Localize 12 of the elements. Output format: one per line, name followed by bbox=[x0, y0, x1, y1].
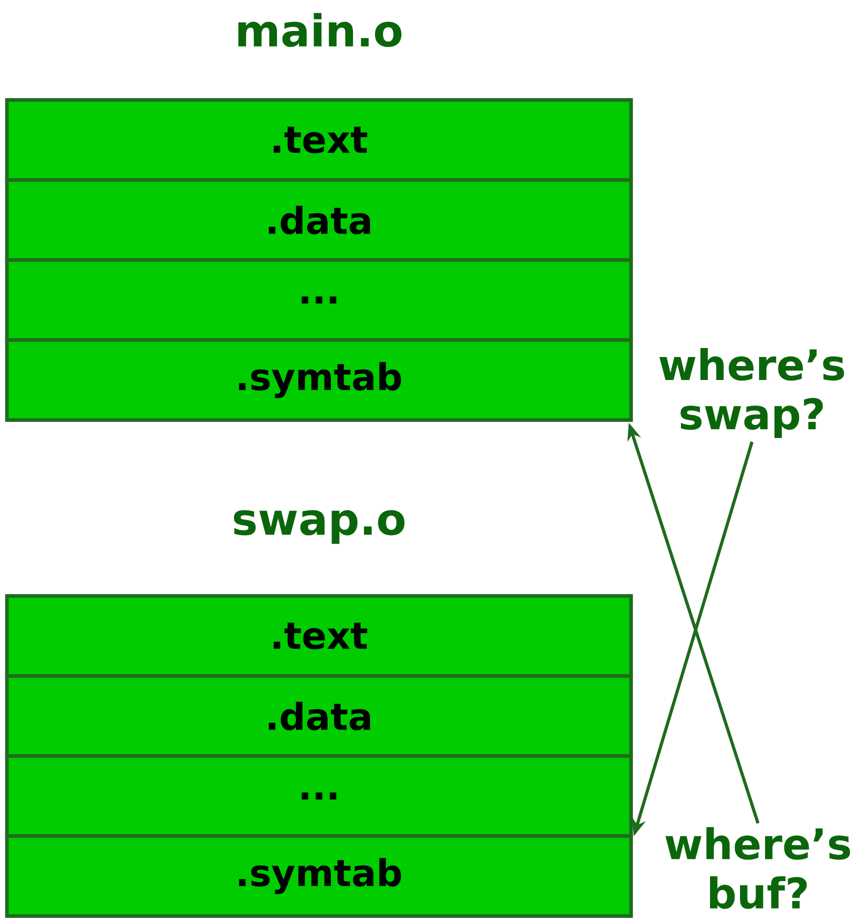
section-cell: ... bbox=[5, 754, 633, 838]
question-note: where’s swap? bbox=[659, 348, 844, 438]
section-cell: .symtab bbox=[5, 834, 633, 918]
section-cell: .text bbox=[5, 594, 633, 678]
section-cell: ... bbox=[5, 258, 633, 342]
section-cell: .data bbox=[5, 178, 633, 262]
heading: main.o bbox=[238, 13, 402, 48]
section-cell: .text bbox=[5, 98, 633, 182]
heading: swap.o bbox=[234, 510, 404, 544]
section-cell: .data bbox=[5, 674, 633, 758]
question-note: where’s buf? bbox=[665, 827, 850, 909]
section-cell: .symtab bbox=[5, 338, 633, 422]
